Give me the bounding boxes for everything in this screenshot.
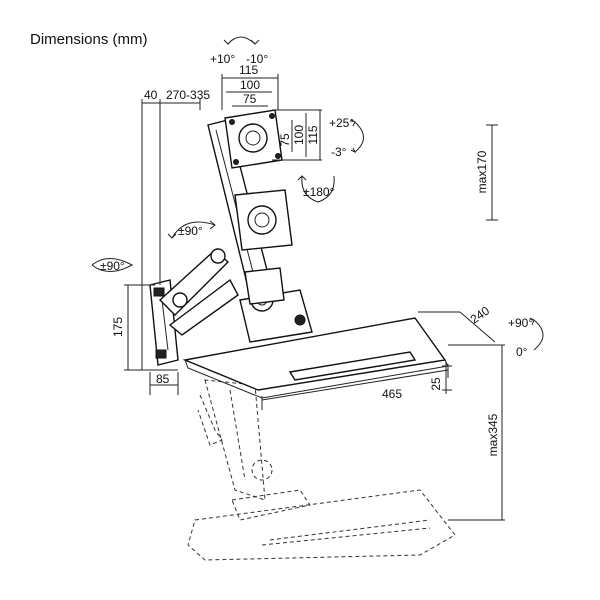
label-115-width: 115 <box>239 63 258 77</box>
dimension-85: 85 <box>149 372 179 395</box>
label-tilt-negative: -3° <box>331 145 347 159</box>
label-85: 85 <box>156 372 170 386</box>
label-100-width: 100 <box>240 78 260 92</box>
diagram-title: Dimensions (mm) <box>30 31 148 48</box>
swivel-left-indicator: ±90° <box>91 258 134 273</box>
vesa-plate-top <box>224 109 283 169</box>
swivel-upper-indicator: ±90° <box>167 220 216 239</box>
dimension-max345: max345 <box>448 344 505 521</box>
tilt-top-indicator: +10° -10° <box>210 36 268 66</box>
label-25: 25 <box>429 377 443 391</box>
label-115-height: 115 <box>306 125 320 144</box>
label-75-width: 75 <box>243 92 257 106</box>
label-465: 465 <box>382 387 402 401</box>
label-75-height: 75 <box>278 133 292 147</box>
dimension-240: 240 <box>418 303 496 343</box>
label-175: 175 <box>111 317 125 337</box>
label-keyboard-tilt-positive: +90° <box>508 316 533 330</box>
label-keyboard-tilt-zero: 0° <box>516 345 528 359</box>
dimension-depth-top: 40 270-335 <box>141 88 210 370</box>
dimension-right-heights: 75 100 115 <box>272 109 322 161</box>
keyboard-tilt-indicator: +90° 0° <box>508 316 544 359</box>
label-max170: max170 <box>475 150 489 193</box>
lowered-position-outline <box>187 379 456 561</box>
dimension-175: 175 <box>111 284 178 371</box>
rotation-indicator: ±180° <box>297 175 335 203</box>
label-240: 240 <box>468 303 493 326</box>
keyboard-tray <box>182 317 449 399</box>
lower-arm <box>158 248 239 336</box>
label-100-height: 100 <box>292 125 306 145</box>
dimension-top-widths: 115 100 75 <box>221 63 279 110</box>
label-tilt-positive: +25° <box>329 116 354 130</box>
label-max345: max345 <box>486 413 500 456</box>
label-40: 40 <box>144 88 158 102</box>
vesa-plate-lower <box>244 267 285 305</box>
vesa-plate-middle <box>234 189 293 251</box>
label-tilt-down: -10° <box>246 52 268 66</box>
dimension-465: 465 <box>261 364 449 410</box>
dimension-25: 25 <box>429 362 452 394</box>
label-tilt-up: +10° <box>210 52 235 66</box>
dimension-max170: max170 <box>475 124 498 221</box>
label-270-335: 270-335 <box>166 88 210 102</box>
label-swivel-left: ±90° <box>100 259 125 273</box>
label-rotation-180: ±180° <box>303 185 335 199</box>
tilt-side-indicator: +25° -3° <box>329 116 364 159</box>
label-swivel-upper: ±90° <box>178 224 203 238</box>
